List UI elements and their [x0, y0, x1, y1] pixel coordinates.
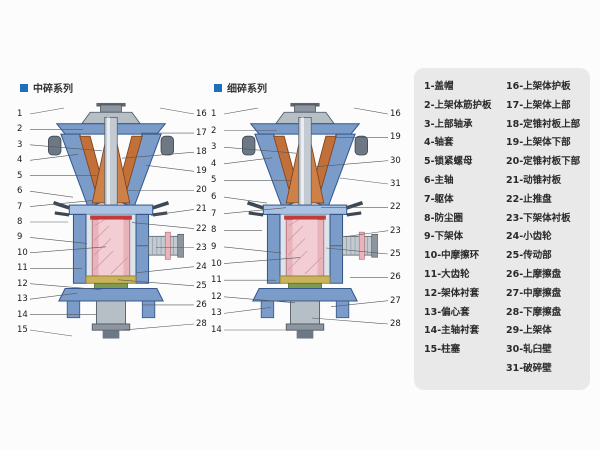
- callout-number: 16: [196, 109, 207, 119]
- callout-number: 12: [17, 278, 28, 289]
- callout-number: 28: [196, 319, 207, 329]
- callout-number: 4: [17, 155, 23, 166]
- callout-number: 30: [390, 155, 401, 166]
- callout-number: 11: [17, 263, 28, 274]
- legend-item: 20-定锥衬板下部: [506, 156, 581, 168]
- callout-number: 23: [196, 242, 207, 253]
- legend-item: 9-下架体: [424, 231, 464, 243]
- callout-number: 1: [211, 109, 217, 119]
- callout-number: 8: [17, 217, 23, 227]
- callout-number: 10: [17, 247, 28, 258]
- parts-legend-panel: 1-盖帽 2-上架体筋护板 3-上部轴承 4-轴套 5-锁紧螺母 6-主轴 7-躯体 8-防尘…: [414, 68, 590, 390]
- callout-number: 13: [211, 308, 222, 319]
- legend-item: 22-止推盘: [506, 193, 552, 205]
- legend-column-left: 1-盖帽 2-上架体筋护板 3-上部轴承 4-轴套 5-锁紧螺母 6-主轴 7-躯体 8-防尘…: [424, 78, 502, 384]
- legend-item: 29-上架体: [506, 325, 552, 337]
- callout-number: 5: [211, 175, 217, 186]
- callout-number: 22: [390, 202, 401, 213]
- callout-number: 22: [196, 223, 207, 234]
- legend-item: 15-柱塞: [424, 344, 461, 356]
- callout-number: 27: [390, 295, 401, 306]
- legend-item: 13-偏心套: [424, 306, 470, 318]
- callout-number: 8: [211, 225, 217, 236]
- callout-number: 6: [211, 192, 217, 203]
- series-header-medium: 中碎系列: [20, 80, 73, 95]
- legend-item: 24-小齿轮: [506, 231, 552, 243]
- legend-item: 11-大齿轮: [424, 268, 470, 280]
- callout-number: 15: [17, 325, 28, 335]
- crusher-drawing-fine: [232, 102, 378, 354]
- legend-item: 10-中摩擦环: [424, 250, 480, 262]
- legend-item: 26-上摩擦盘: [506, 268, 562, 280]
- callout-number: 24: [196, 261, 207, 272]
- callout-number: 5: [17, 170, 23, 181]
- callout-number: 17: [196, 128, 207, 139]
- legend-item: 4-轴套: [424, 137, 454, 149]
- callout-number: 7: [211, 208, 217, 219]
- legend-item: 7-躯体: [424, 193, 454, 205]
- legend-item: 14-主轴衬套: [424, 325, 480, 337]
- callout-number: 14: [17, 309, 28, 320]
- series-label-fine: 细碎系列: [227, 84, 267, 95]
- callout-number: 9: [17, 232, 23, 243]
- callout-number: 2: [211, 125, 217, 136]
- callout-number: 26: [196, 299, 207, 310]
- callout-number: 3: [17, 139, 23, 150]
- legend-item: 5-锁紧螺母: [424, 156, 473, 168]
- callout-number: 21: [196, 204, 207, 215]
- callout-number: 13: [17, 294, 28, 305]
- callout-number: 16: [390, 109, 401, 119]
- callout-number: 26: [390, 272, 401, 283]
- callout-number: 4: [211, 158, 217, 169]
- callout-number: 1: [17, 109, 23, 119]
- series-bullet-icon: [214, 83, 222, 92]
- callout-number: 9: [211, 241, 217, 252]
- callout-number: 3: [211, 142, 217, 153]
- legend-item: 16-上架体护板: [506, 81, 571, 92]
- legend-column-right: 16-上架体护板 17-上架体上部 18-定锥衬板上部 19-上架体下部 20-定锥衬板…: [506, 78, 584, 384]
- callout-number: 19: [196, 166, 207, 177]
- callout-number: 14: [211, 325, 222, 335]
- callout-number: 31: [390, 179, 401, 189]
- callout-number: 7: [17, 201, 23, 212]
- legend-item: 8-防尘圈: [424, 212, 464, 224]
- legend-item: 31-破碎壁: [506, 362, 552, 374]
- crusher-drawing-medium: [38, 102, 184, 354]
- callout-number: 12: [211, 291, 222, 302]
- series-header-fine: 细碎系列: [214, 80, 267, 95]
- callout-number: 23: [390, 225, 401, 236]
- legend-item: 2-上架体筋护板: [424, 99, 492, 111]
- callout-number: 2: [17, 124, 23, 135]
- legend-item: 30-轧臼壁: [506, 344, 552, 356]
- legend-item: 3-上部轴承: [424, 118, 473, 130]
- series-label-medium: 中碎系列: [33, 84, 73, 95]
- callout-number: 25: [196, 280, 207, 291]
- callout-number: 19: [390, 132, 401, 143]
- callout-number: 20: [196, 185, 207, 196]
- callout-number: 25: [390, 249, 401, 259]
- legend-item: 1-盖帽: [424, 81, 454, 92]
- callout-number: 18: [196, 147, 207, 158]
- callout-number: 6: [17, 186, 23, 197]
- legend-item: 23-下架体衬板: [506, 212, 571, 224]
- legend-item: 21-动锥衬板: [506, 174, 562, 186]
- legend-item: 17-上架体上部: [506, 99, 571, 111]
- legend-item: 27-中摩擦盘: [506, 287, 562, 299]
- callout-number: 10: [211, 258, 222, 269]
- callout-number: 11: [211, 275, 222, 286]
- series-bullet-icon: [20, 83, 28, 92]
- legend-item: 12-架体衬套: [424, 287, 480, 299]
- legend-item: 25-传动部: [506, 250, 552, 262]
- legend-item: 6-主轴: [424, 174, 454, 186]
- callout-number: 28: [390, 319, 401, 329]
- legend-item: 19-上架体下部: [506, 137, 571, 149]
- legend-item: 18-定锥衬板上部: [506, 118, 581, 130]
- legend-item: 28-下摩擦盘: [506, 306, 562, 318]
